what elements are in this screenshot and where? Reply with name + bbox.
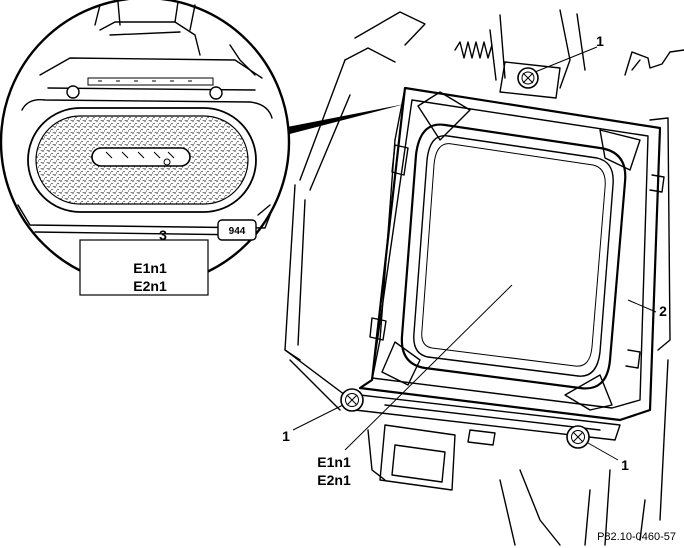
background-housing [284, 9, 684, 546]
module-label-line1: E1n1 [317, 454, 351, 470]
callout-1-left: 1 [282, 428, 290, 444]
callout-2: 2 [659, 303, 667, 319]
magnifier-pointer [282, 104, 405, 136]
callout-1-right: 1 [621, 457, 629, 473]
screw-top [499, 61, 561, 99]
screw-right [566, 425, 590, 449]
screw-left [340, 388, 364, 412]
callout-3: 3 [159, 227, 167, 243]
detail-label-line2: E2n1 [133, 278, 167, 294]
figure-id: P82.10-0460-57 [597, 531, 676, 543]
control-module [400, 123, 627, 390]
mounting-frame [354, 86, 665, 491]
callout-1-top: 1 [596, 33, 604, 49]
module-label-line2: E2n1 [317, 472, 351, 488]
detail-inset [0, 0, 291, 296]
detail-label-line1: E1n1 [133, 260, 167, 276]
detail-code-label: 944 [229, 226, 246, 237]
